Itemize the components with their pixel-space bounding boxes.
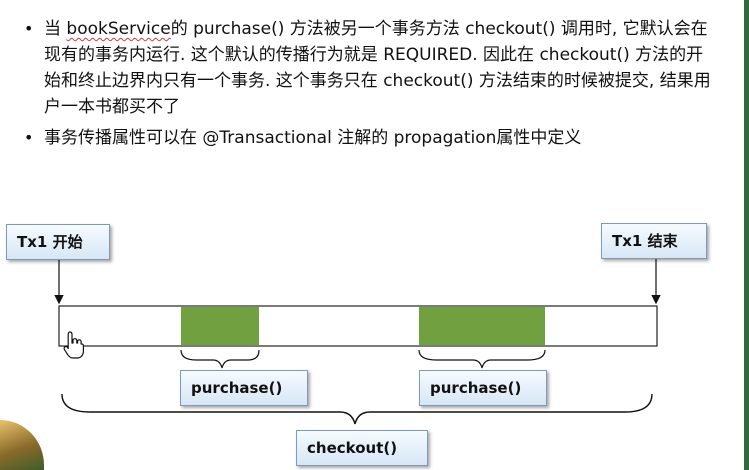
purchase-block-2 — [419, 307, 545, 345]
bullet-1-emph: bookService — [66, 19, 171, 39]
purchase-label-1: purchase() — [180, 370, 308, 406]
checkout-label: checkout() — [296, 430, 428, 466]
tx-end-label: Tx1 结束 — [601, 223, 707, 259]
bullet-item-2: • 事务传播属性可以在 @Transactional 注解的 propagati… — [24, 125, 714, 151]
bullet-2-text: 事务传播属性可以在 @Transactional 注解的 propagation… — [44, 128, 582, 148]
bullet-dot: • — [24, 128, 34, 147]
bullet-item-1: • 当 bookService的 purchase() 方法被另一个事务方法 c… — [24, 16, 714, 120]
purchase-block-1 — [181, 307, 259, 345]
slide-edge-decoration — [744, 0, 749, 470]
purchase-label-2: purchase() — [419, 370, 547, 406]
purchase-brace-1 — [180, 349, 260, 369]
transaction-timeline — [58, 305, 658, 347]
bullet-dot: • — [24, 19, 34, 38]
bullet-1-prefix: 当 — [44, 19, 67, 39]
checkout-brace — [61, 393, 653, 425]
bullet-list: • 当 bookService的 purchase() 方法被另一个事务方法 c… — [24, 16, 714, 156]
purchase-brace-2 — [418, 349, 546, 369]
bullet-1-text: 的 purchase() 方法被另一个事务方法 checkout() 调用时, … — [44, 19, 711, 117]
tx-start-label: Tx1 开始 — [6, 224, 110, 260]
hand-pointer-icon — [63, 331, 84, 359]
